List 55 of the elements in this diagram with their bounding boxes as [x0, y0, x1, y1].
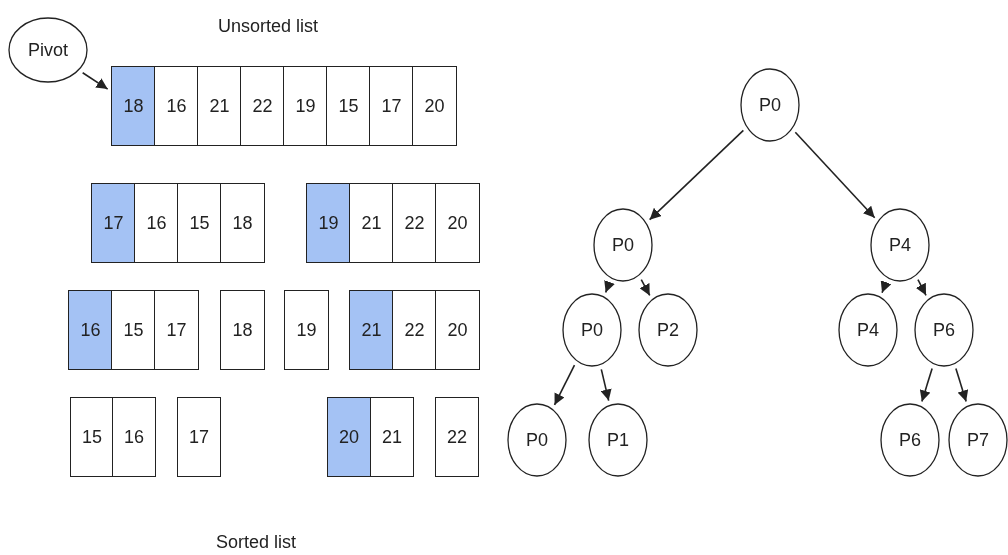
pivot-cell: 20 — [327, 397, 371, 477]
list-cell: 18 — [220, 183, 265, 263]
tree-node-circle: P6 — [914, 293, 974, 367]
list-cell: 20 — [412, 66, 457, 146]
list-cell: 22 — [392, 183, 437, 263]
list-cell: 21 — [349, 183, 394, 263]
arrow — [794, 131, 876, 219]
list-cell: 16 — [112, 397, 156, 477]
list-cell: 15 — [177, 183, 222, 263]
list-cell: 19 — [284, 290, 329, 370]
tree-node-circle: P2 — [638, 293, 698, 367]
arrow — [81, 71, 109, 90]
list-label: Sorted list — [216, 532, 297, 553]
list-cell: 15 — [70, 397, 114, 477]
arrow — [915, 278, 927, 297]
list-cell: 22 — [392, 290, 437, 370]
list-cell: 17 — [177, 397, 221, 477]
list-cell: 18 — [220, 290, 265, 370]
pivot-cell: 21 — [349, 290, 394, 370]
tree-node-circle: P7 — [948, 403, 1008, 477]
list-cell: 19 — [283, 66, 328, 146]
list-cell: 15 — [111, 290, 156, 370]
tree-node-circle: P0 — [562, 293, 622, 367]
tree-node-circle: P6 — [880, 403, 940, 477]
list-cell: 16 — [154, 66, 199, 146]
list-cell: 22 — [435, 397, 479, 477]
list-cell: 20 — [435, 290, 480, 370]
tree-node-circle: P0 — [740, 68, 800, 142]
list-cell: 15 — [326, 66, 371, 146]
tree-node-circle: P0 — [593, 208, 653, 282]
pivot-cell: 19 — [306, 183, 351, 263]
arrow — [880, 280, 892, 294]
tree-node-circle: P0 — [507, 403, 567, 477]
arrow — [648, 129, 745, 221]
pivot-cell: 17 — [91, 183, 136, 263]
arrow — [639, 278, 651, 297]
list-cell: 17 — [154, 290, 199, 370]
list-cell: 17 — [369, 66, 414, 146]
tree-node-circle: P4 — [838, 293, 898, 367]
list-cell: 20 — [435, 183, 480, 263]
tree-node-circle: P1 — [588, 403, 648, 477]
arrow — [553, 364, 576, 406]
list-cell: 21 — [370, 397, 414, 477]
list-cell: 16 — [134, 183, 179, 263]
list-cell: 22 — [240, 66, 285, 146]
pivot-cell: 16 — [68, 290, 113, 370]
arrow — [955, 367, 969, 403]
arrow — [919, 367, 933, 403]
arrow — [604, 280, 615, 294]
pivot-circle: Pivot — [8, 17, 88, 83]
arrow — [600, 368, 612, 402]
tree-node-circle: P4 — [870, 208, 930, 282]
list-label: Unsorted list — [218, 16, 319, 37]
list-cell: 21 — [197, 66, 242, 146]
pivot-cell: 18 — [111, 66, 156, 146]
